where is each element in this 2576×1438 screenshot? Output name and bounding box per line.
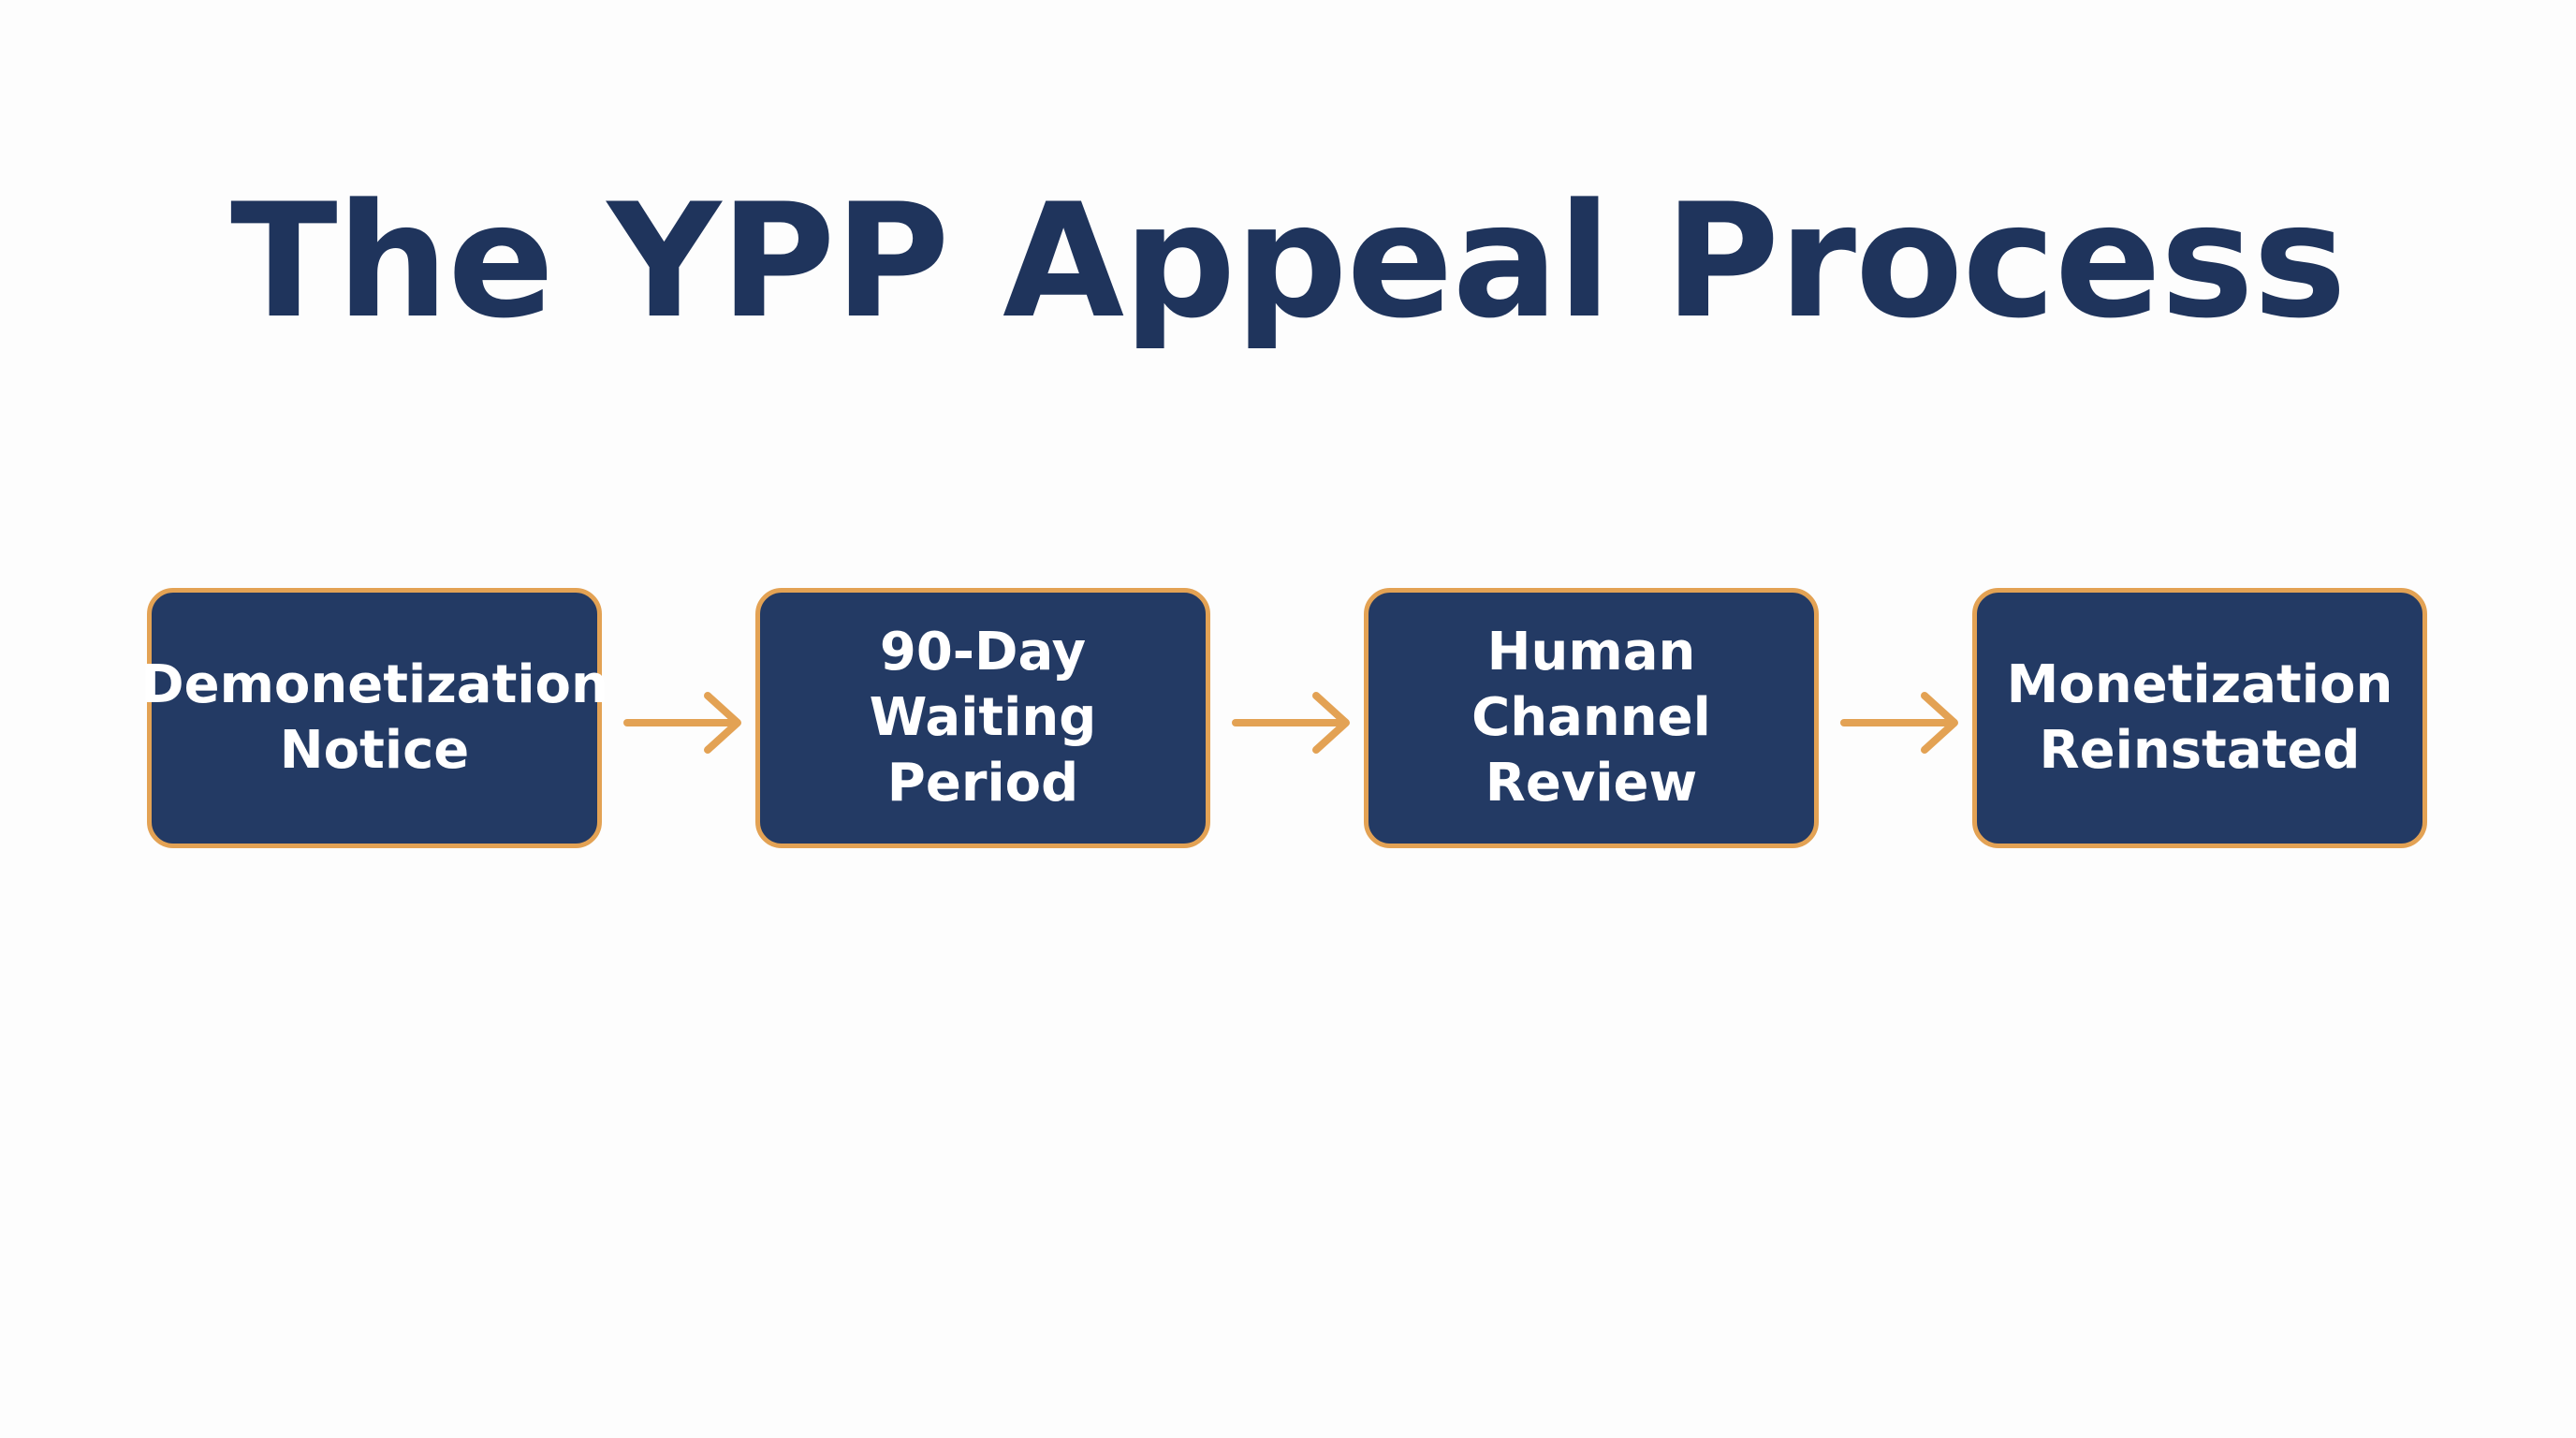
step-box-monetization-reinstated: Monetization Reinstated <box>1972 588 2427 848</box>
step-box-waiting-period: 90-Day Waiting Period <box>755 588 1210 848</box>
step-label: Human Channel Review <box>1471 622 1711 814</box>
step-label: Demonetization Notice <box>140 654 608 781</box>
step-label: 90-Day Waiting Period <box>869 622 1097 814</box>
step-box-demonetization-notice: Demonetization Notice <box>140 588 608 848</box>
diagram-title: The YPP Appeal Process <box>230 169 2347 353</box>
step-box-human-review: Human Channel Review <box>1364 588 1819 848</box>
arrow-right-icon <box>623 690 745 756</box>
step-label: Monetization Reinstated <box>2006 654 2393 781</box>
arrow-right-icon <box>1840 690 1962 756</box>
arrow-right-icon <box>1232 690 1354 756</box>
